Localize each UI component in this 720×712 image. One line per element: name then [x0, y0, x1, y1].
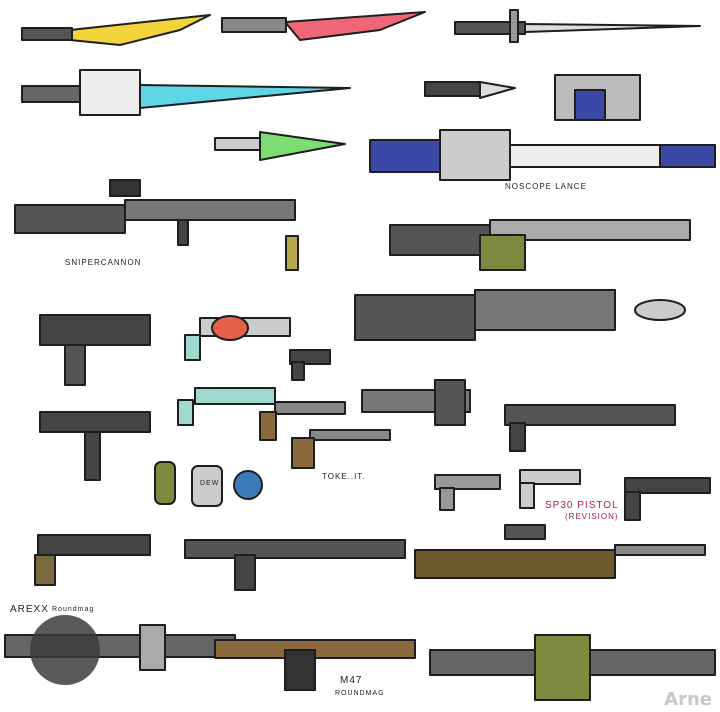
minigun	[389, 219, 691, 271]
yellow-sword	[21, 14, 211, 46]
label-noscope-lance: NOSCOPE LANCE	[505, 182, 587, 191]
revolver	[259, 401, 346, 441]
red-sword	[221, 11, 426, 41]
cyan-sword	[21, 69, 351, 116]
label-snipercannon: SNIPERCANNON	[65, 258, 142, 267]
label-toke-it: TOKE..IT.	[322, 472, 366, 481]
teal-ray-gun	[177, 387, 276, 426]
shotgun	[504, 404, 676, 452]
rocket-launcher	[354, 289, 686, 341]
label-sp30-revision: (REVISION)	[565, 512, 619, 521]
m16-rifle	[184, 539, 406, 591]
small-pistol	[289, 349, 331, 381]
green-dagger	[214, 131, 346, 161]
ak-rifle	[214, 639, 416, 691]
label-arexx: AREXX	[10, 604, 49, 615]
smg	[39, 314, 151, 386]
label-sp30-pistol: SP30 PISTOL	[545, 500, 619, 511]
label-arexx-sub: Roundmag	[52, 606, 95, 613]
long-grey-sword	[454, 9, 701, 43]
light-machine-gun	[429, 634, 716, 701]
snipercannon	[14, 179, 299, 271]
flintlock-pistol	[291, 429, 391, 469]
machine-pistol	[39, 411, 151, 481]
google-lens-icon[interactable]	[30, 615, 100, 685]
scoped-sniper-rifle	[414, 524, 706, 579]
silenced-rifle	[34, 534, 151, 586]
label-grenade: DEW	[200, 480, 220, 487]
grenade-launcher	[361, 379, 471, 426]
noscope-lance	[369, 129, 716, 181]
combat-knife	[424, 81, 516, 99]
grenades	[154, 461, 263, 507]
label-m47-sub: ROUNDMAG	[335, 690, 385, 697]
artist-watermark: Arne	[664, 689, 712, 710]
pistols	[434, 469, 711, 521]
red-ray-gun	[184, 315, 291, 361]
blue-pistol-device	[554, 74, 641, 121]
label-m47: M47	[340, 675, 363, 686]
